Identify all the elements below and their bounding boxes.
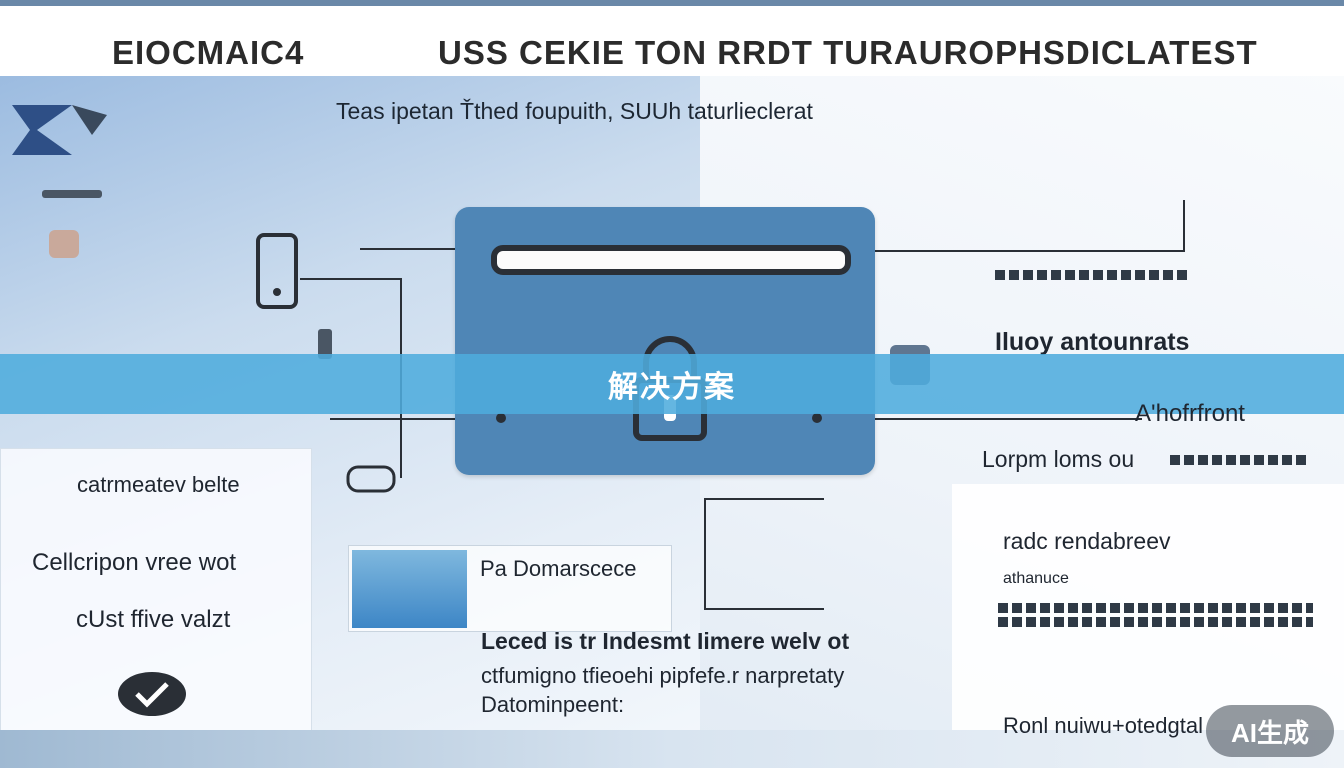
left-line-3: cUst ffive valzt — [76, 606, 231, 633]
bottom-band — [0, 730, 1344, 768]
document-thumbnail — [352, 550, 467, 628]
dashed-rule — [1170, 455, 1310, 465]
right-label-3: Lorpm loms ou — [982, 446, 1135, 472]
connector-dot — [496, 413, 506, 423]
connector-line — [704, 608, 824, 610]
connector-line — [704, 498, 706, 608]
headline-left: ΕΙΟCMAIC4 — [112, 34, 305, 71]
connector-line — [875, 250, 1185, 252]
security-card — [455, 207, 875, 475]
left-line-1: catrmeatev belte — [77, 472, 240, 497]
clip-icon — [346, 465, 396, 493]
hand-icon — [49, 230, 79, 258]
connector-line — [360, 248, 455, 250]
right-label-1: Iluoy antounrats — [995, 328, 1190, 356]
card-slot — [491, 245, 851, 275]
title-strip — [0, 6, 1344, 76]
pen-icon — [42, 190, 102, 198]
arrow-logo-icon — [12, 105, 107, 155]
connector-line — [300, 278, 400, 280]
badge-icon — [118, 672, 186, 716]
phone-icon — [256, 233, 298, 309]
dashed-rule — [998, 617, 1313, 627]
right-label-4: radc rendabreev — [1003, 528, 1171, 554]
right-label-5: athanuce — [1003, 570, 1069, 587]
dashed-rule — [998, 603, 1313, 613]
center-line-1: Leced is tr Indesmt Iimere welv ot — [481, 628, 850, 654]
connector-line — [1183, 200, 1185, 252]
dashed-rule — [995, 270, 1190, 280]
right-label-6: Ronl nuiwu+otedgtal — [1003, 713, 1203, 738]
connector-line — [330, 418, 500, 420]
banner-title: 解决方案 — [608, 371, 736, 404]
center-line-2: ctfumigno tfieoehi pipfefe.r narpretaty — [481, 663, 845, 688]
ai-watermark: AI生成 — [1206, 705, 1334, 757]
document-label: Pa Domarscece — [480, 556, 637, 581]
connector-dot — [812, 413, 822, 423]
connector-line — [704, 498, 824, 500]
right-label-2: A'hofrfront — [1135, 400, 1245, 427]
plug-icon — [318, 329, 332, 359]
center-line-3: Datominpeent: — [481, 692, 625, 717]
subtitle: Teas ipetan Ťthed foupuith, SUUh taturli… — [336, 98, 813, 124]
left-line-2: Cellcripon vree wot — [32, 549, 237, 576]
solution-banner: 解决方案 — [0, 354, 1344, 414]
connector-line — [817, 418, 1142, 420]
headline-right: USS CEKIE TON RRDT TURAUROPHSDICLATEST — [438, 34, 1258, 71]
top-edge-bar — [0, 0, 1344, 6]
